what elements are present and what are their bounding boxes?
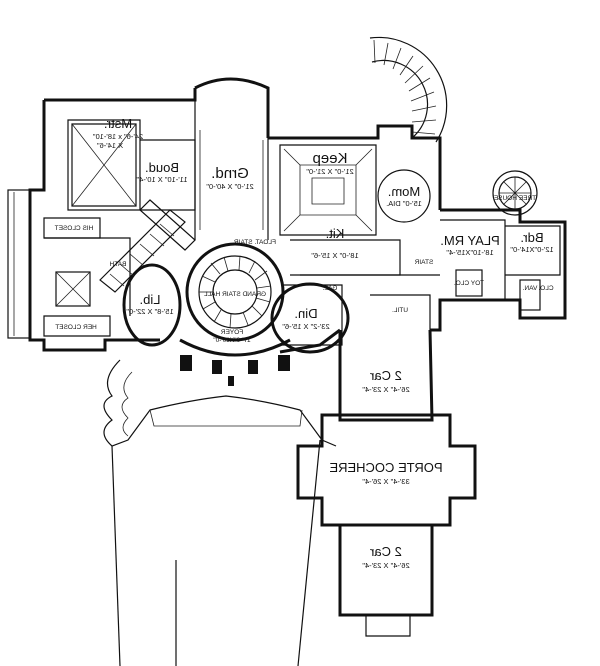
label-foyer: FOYER <box>221 329 244 336</box>
label-bath: BATH <box>109 261 126 268</box>
dim-mstr: 24'-6" x 18'-10" <box>93 132 144 141</box>
label-van: VAN. <box>522 285 537 292</box>
terrace-outline <box>103 359 337 666</box>
label-playrm: PLAY RM. <box>440 233 499 248</box>
label-her-closet: HER CLOSET <box>55 324 97 331</box>
label-float-stair: FLOAT. STAIR <box>234 239 276 246</box>
label-grandstair: GRAND STAIR HALL <box>204 291 266 298</box>
dim-playrm: 18'-10"X15'-4" <box>446 248 494 257</box>
label-porte: PORTE COCHERE <box>329 460 442 475</box>
label-clo: CLO. <box>538 285 553 292</box>
dim-mom: 15'-0" DIA. <box>386 199 422 208</box>
label-keep: Keep <box>312 150 347 167</box>
label-car1: 2 Car <box>369 368 401 383</box>
label-bdr: Bdr. <box>520 230 543 245</box>
label-his-closet: HIS CLOSET <box>55 225 94 232</box>
diagonal-hall <box>99 199 196 293</box>
label-din: Din. <box>294 306 317 321</box>
dim-din: 23'-2" X 15'-6" <box>282 322 330 331</box>
label-boud: Boud. <box>145 160 179 175</box>
entrance-columns <box>180 355 290 386</box>
label-toy-clo: TOY CLO. <box>454 280 484 287</box>
dim-keep: 21'-0" X 21'-0" <box>306 167 354 176</box>
label-tree-house: TREE HOUSE <box>493 195 536 202</box>
dim-mstr-2: X 14'-6" <box>97 141 124 150</box>
label-util: UTIL. <box>392 307 408 314</box>
room-labels: Mstr. 24'-6" x 18'-10" X 14'-6" Boud. 11… <box>93 116 554 570</box>
dim-grnd: 21'-0" X 40'-0" <box>206 182 254 191</box>
label-grnd: Grnd. <box>211 165 249 182</box>
label-mom: Mom. <box>388 184 421 199</box>
label-lib: Lib. <box>140 292 161 307</box>
dim-porte: 33'-4" X 26'-4" <box>362 477 410 486</box>
label-mstr: Mstr. <box>104 116 132 131</box>
dim-foyer: 17'-0"X10'-0" <box>213 337 251 344</box>
dim-car1: 26'-4" X 23'-4" <box>362 385 410 394</box>
dim-car2: 26'-4" X 23'-4" <box>362 561 410 570</box>
dim-bdr: 12'-0"X14'-0" <box>510 245 554 254</box>
garage-lower <box>338 525 434 637</box>
label-kit: Kit. <box>326 226 345 241</box>
dim-kit: 18'-0" X 15'-6" <box>311 251 359 260</box>
annotation-labels: HIS CLOSET HER CLOSET BATH FLOAT. STAIR … <box>55 195 554 331</box>
label-car2: 2 Car <box>369 544 401 559</box>
spiral-staircase <box>369 36 448 143</box>
dim-lib: 15'-8" X 22'-0" <box>126 307 174 316</box>
round-rooms <box>122 242 350 357</box>
dim-boud: 11'-10" X 10'-4" <box>136 175 187 184</box>
label-gal: GAL. <box>322 285 337 292</box>
porte-cochere <box>296 413 477 527</box>
label-stair: STAIR <box>414 259 433 266</box>
